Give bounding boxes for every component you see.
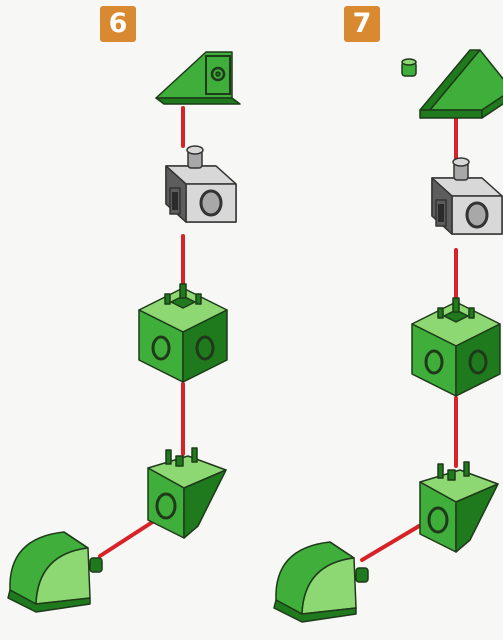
wedge-block-icon — [402, 50, 503, 118]
wedge-block-icon — [156, 52, 240, 104]
corner-wedge-icon — [148, 448, 226, 538]
joint-hub-icon — [432, 158, 502, 234]
cube-block-icon — [139, 284, 227, 382]
curved-cap-icon — [8, 532, 102, 612]
joint-hub-icon — [166, 146, 236, 222]
corner-wedge-icon — [420, 462, 498, 552]
cube-block-icon — [412, 298, 500, 396]
curved-cap-icon — [274, 542, 368, 622]
